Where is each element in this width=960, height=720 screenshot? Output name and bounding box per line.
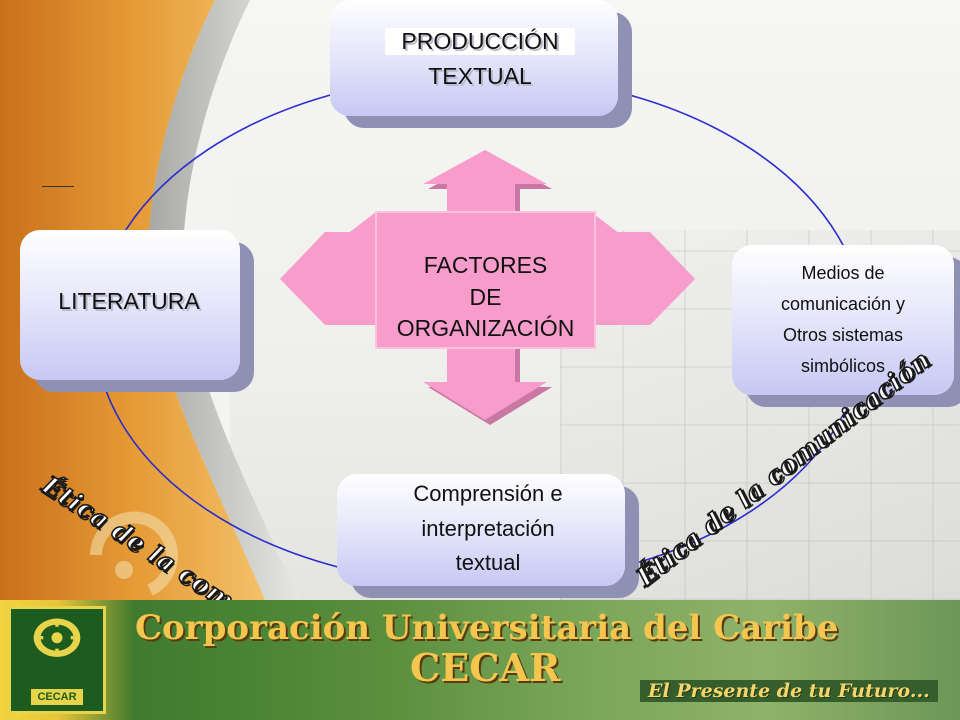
watermark-logo-icon	[90, 511, 178, 596]
bottom-box-line3: textual	[455, 550, 521, 575]
right-box-line4: simbólicos	[800, 356, 886, 376]
left-box-label: LITERATURA	[58, 288, 200, 314]
banner-title: Corporación Universitaria del Caribe	[135, 608, 839, 648]
right-box-line1: Medios de	[801, 263, 885, 283]
right-box-line3: Otros sistemas	[782, 325, 904, 345]
top-box-line2: TEXTUAL	[428, 63, 532, 89]
center-line3: ORGANIZACIÓN	[396, 315, 575, 341]
right-box-line2: comunicación y	[780, 294, 906, 314]
top-box-line1: PRODUCCIÓN	[385, 28, 575, 55]
bottom-box-line1: Comprensión e	[413, 481, 563, 506]
banner-subtitle: CECAR	[410, 645, 561, 690]
cecar-logo-icon	[33, 618, 81, 657]
cecar-logo: CECAR	[8, 606, 106, 714]
banner-slogan: El Presente de tu Futuro...	[640, 680, 938, 702]
logo-caption: CECAR	[31, 689, 83, 705]
right-box	[732, 245, 954, 395]
center-line2: DE	[469, 284, 502, 310]
bottom-box-line2: interpretación	[421, 516, 555, 541]
left-box	[20, 230, 240, 380]
top-box	[330, 0, 618, 116]
decorative-dash	[42, 186, 74, 187]
bottom-box	[337, 474, 625, 586]
center-line1: FACTORES	[423, 252, 548, 278]
four-way-arrow	[280, 150, 695, 425]
